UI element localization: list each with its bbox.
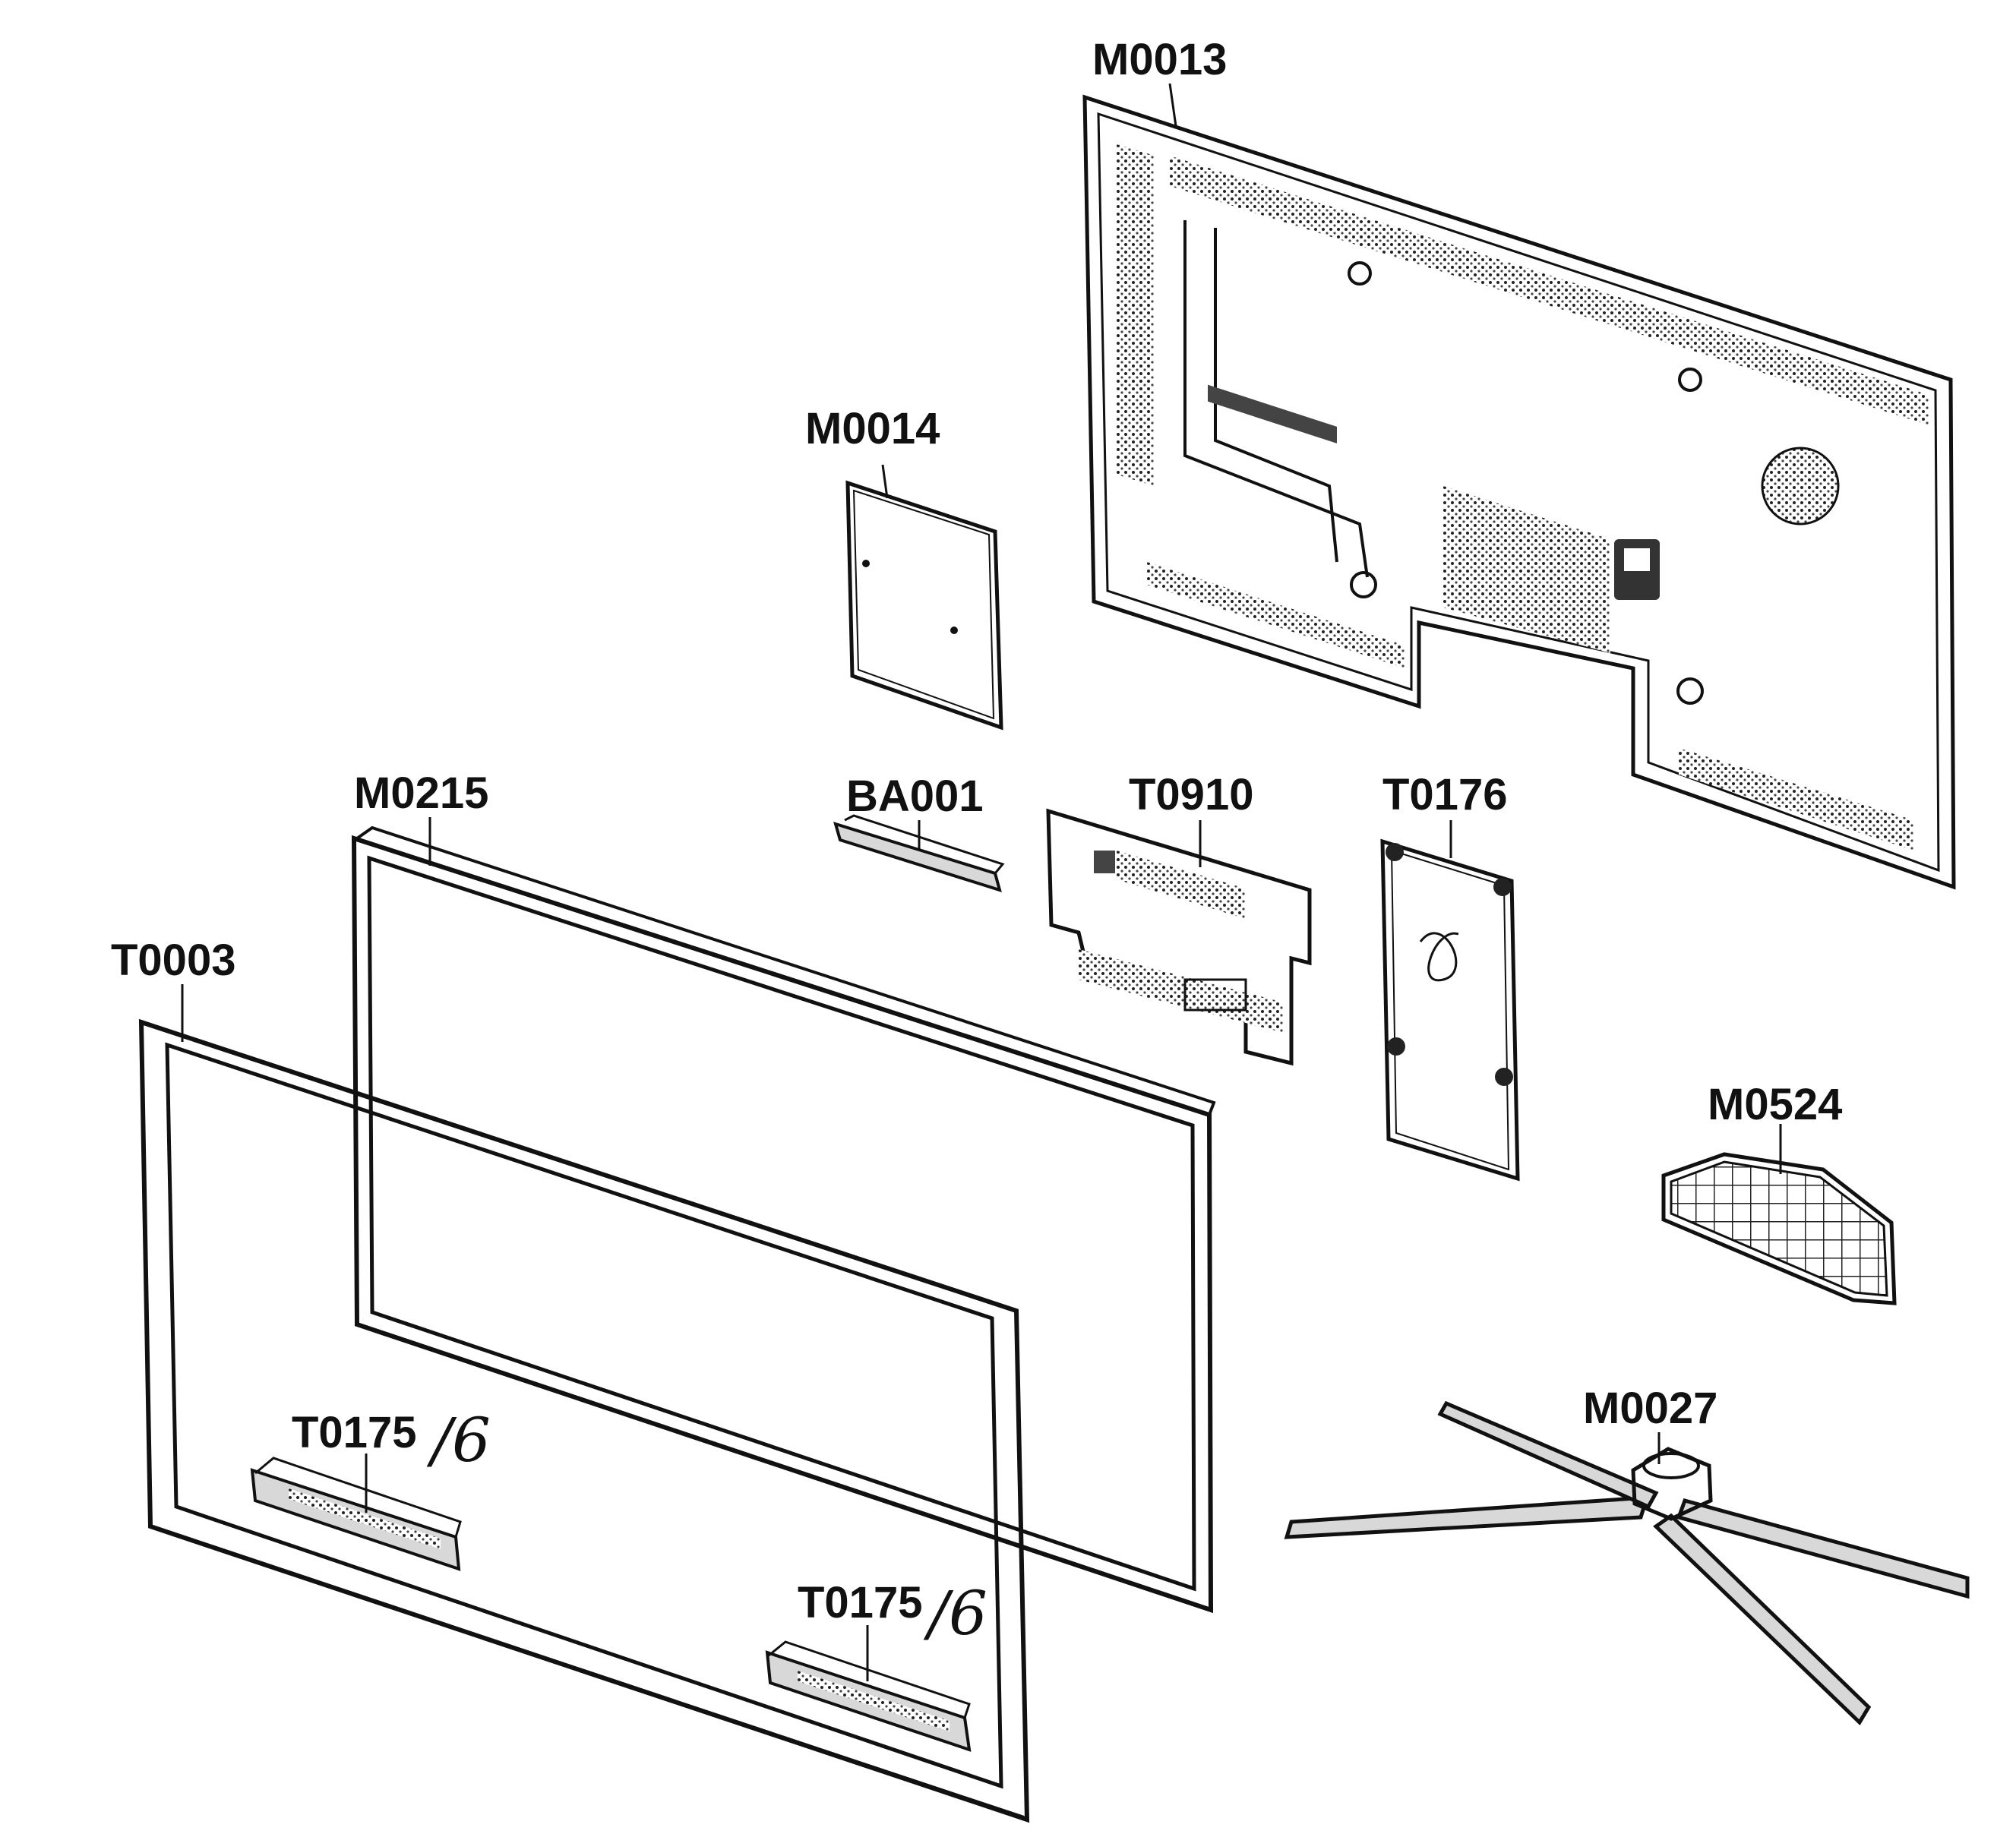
label-m0524: M0524 bbox=[1708, 1080, 1842, 1129]
label-m0027: M0027 bbox=[1583, 1384, 1717, 1433]
label-t0175-right-note: /6 bbox=[923, 1578, 987, 1649]
label-m0215: M0215 bbox=[354, 769, 488, 818]
label-t0175-left-note: /6 bbox=[426, 1405, 491, 1476]
power-board-part bbox=[1380, 838, 1520, 1182]
stand-base-part bbox=[1284, 1400, 1970, 1725]
label-t0910: T0910 bbox=[1129, 770, 1253, 819]
shield-plate-part bbox=[845, 480, 1003, 731]
speaker-bracket-left-part bbox=[250, 1457, 462, 1571]
main-board-part bbox=[1046, 808, 1312, 1066]
leader-m0014 bbox=[881, 464, 889, 499]
speaker-bracket-right-part bbox=[765, 1640, 972, 1752]
stand-neck-cover-part bbox=[1661, 1152, 1897, 1305]
label-m0013: M0013 bbox=[1092, 35, 1227, 84]
front-bezel-part bbox=[138, 1018, 1030, 1823]
leader-m0013 bbox=[1168, 83, 1177, 127]
label-t0176: T0176 bbox=[1382, 770, 1507, 819]
label-t0175-left: T0175 bbox=[292, 1408, 416, 1457]
rear-cover-part bbox=[1082, 94, 1956, 890]
label-t0003: T0003 bbox=[111, 936, 235, 985]
label-ba001: BA001 bbox=[846, 772, 984, 821]
label-t0175-right: T0175 bbox=[798, 1578, 922, 1627]
label-m0014: M0014 bbox=[805, 404, 940, 453]
bracket-part bbox=[833, 814, 1005, 893]
panel-frame-part bbox=[351, 825, 1216, 1614]
